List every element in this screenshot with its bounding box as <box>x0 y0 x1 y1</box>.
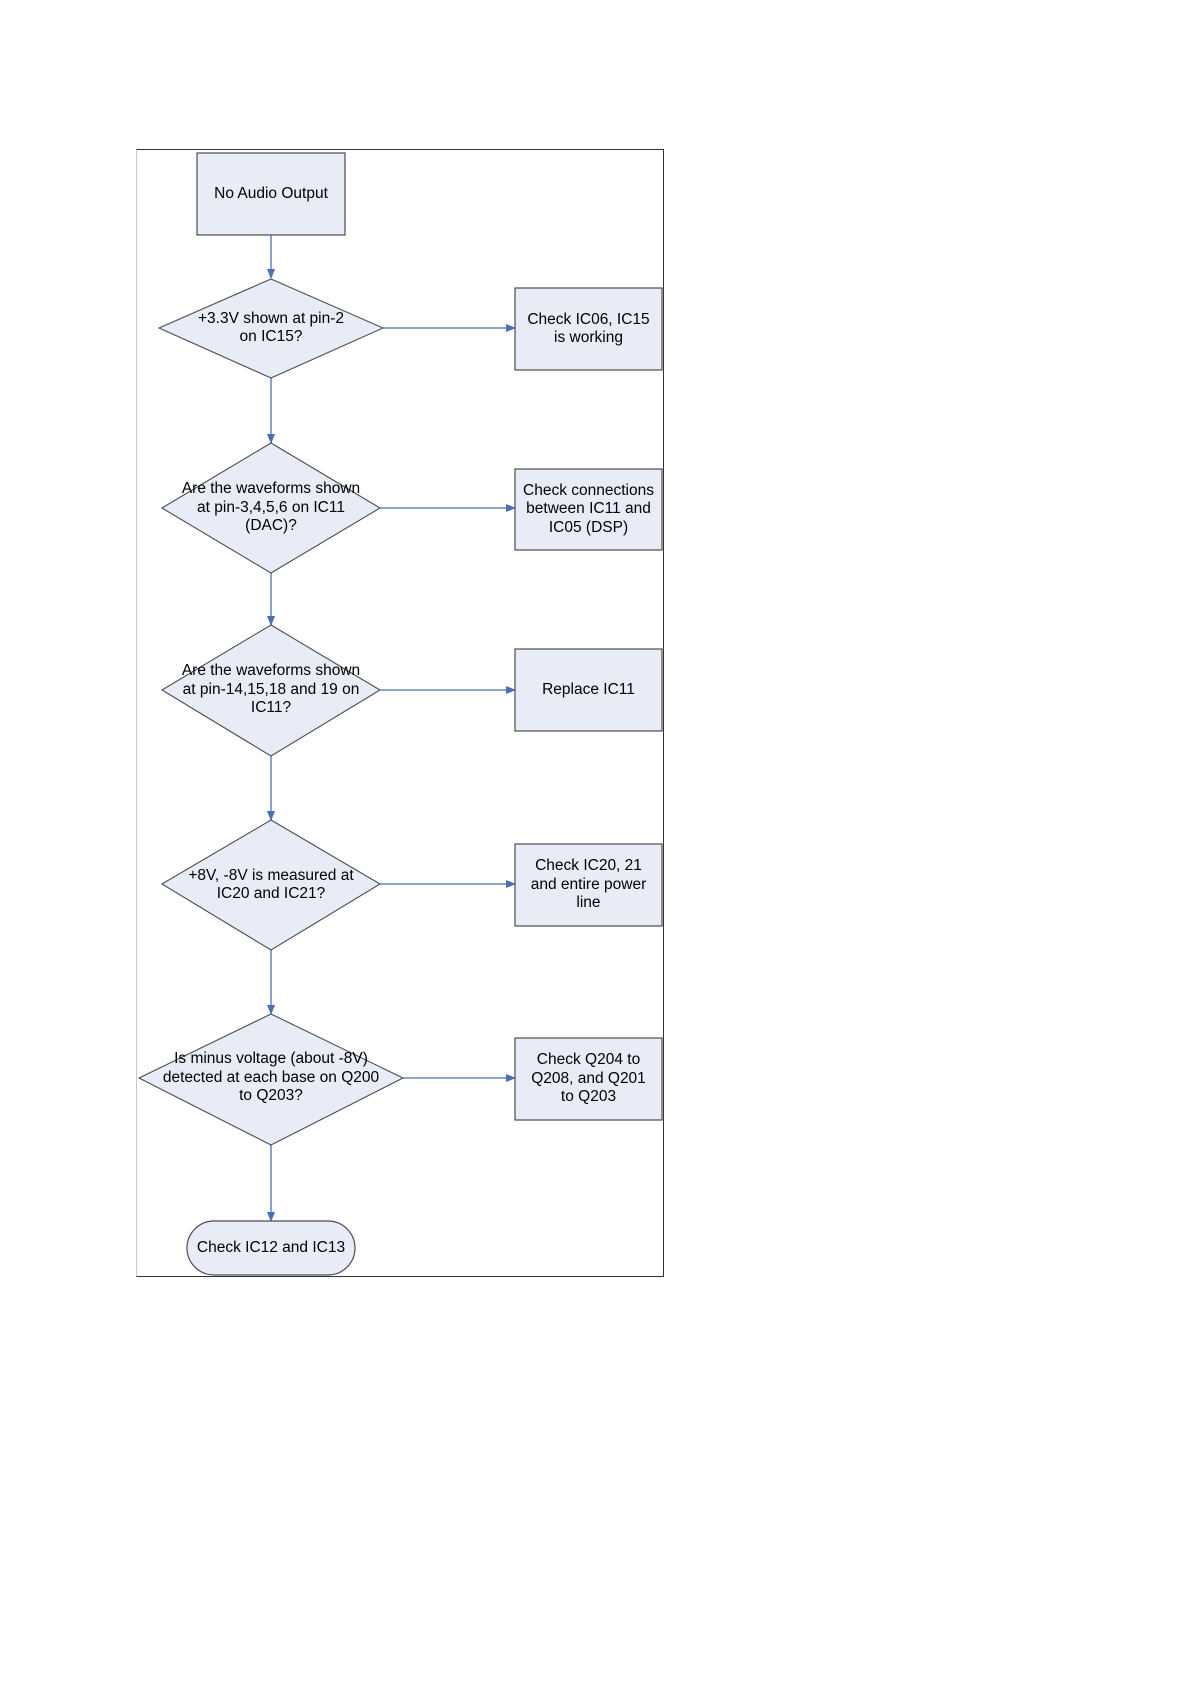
start-box <box>196 152 346 236</box>
end-terminal <box>186 1220 356 1276</box>
action-box-4 <box>514 843 663 927</box>
action-text-2: Check connections between IC11 and IC05 … <box>523 481 654 536</box>
action-text-3: Replace IC11 <box>542 680 635 698</box>
diagram-frame <box>136 149 664 1277</box>
action-box-5 <box>514 1037 663 1121</box>
decision-diamond-1 <box>157 278 385 379</box>
decision-diamond-5 <box>137 1013 405 1146</box>
action-box-1 <box>514 287 663 371</box>
action-text-1: Check IC06, IC15 is working <box>527 310 650 347</box>
decision-text-1: +3.3V shown at pin-2 on IC15? <box>197 309 345 346</box>
action-box-2 <box>514 468 663 551</box>
decision-text-2: Are the waveforms shown at pin-3,4,5,6 o… <box>181 480 361 535</box>
decision-diamond-3 <box>160 624 382 757</box>
decision-text-5: Is minus voltage (about -8V) detected at… <box>162 1050 380 1105</box>
action-text-5: Check Q204 to Q208, and Q201 to Q203 <box>531 1051 646 1106</box>
decision-diamond-2 <box>160 442 382 574</box>
action-box-3 <box>514 648 663 732</box>
decision-diamond-4 <box>160 819 382 951</box>
decision-text-4: +8V, -8V is measured at IC20 and IC21? <box>188 866 354 903</box>
decision-text-3: Are the waveforms shown at pin-14,15,18 … <box>181 662 361 717</box>
action-text-4: Check IC20, 21 and entire power line <box>530 857 647 912</box>
start-label: No Audio Output <box>214 184 328 202</box>
end-label: Check IC12 and IC13 <box>196 1238 346 1256</box>
